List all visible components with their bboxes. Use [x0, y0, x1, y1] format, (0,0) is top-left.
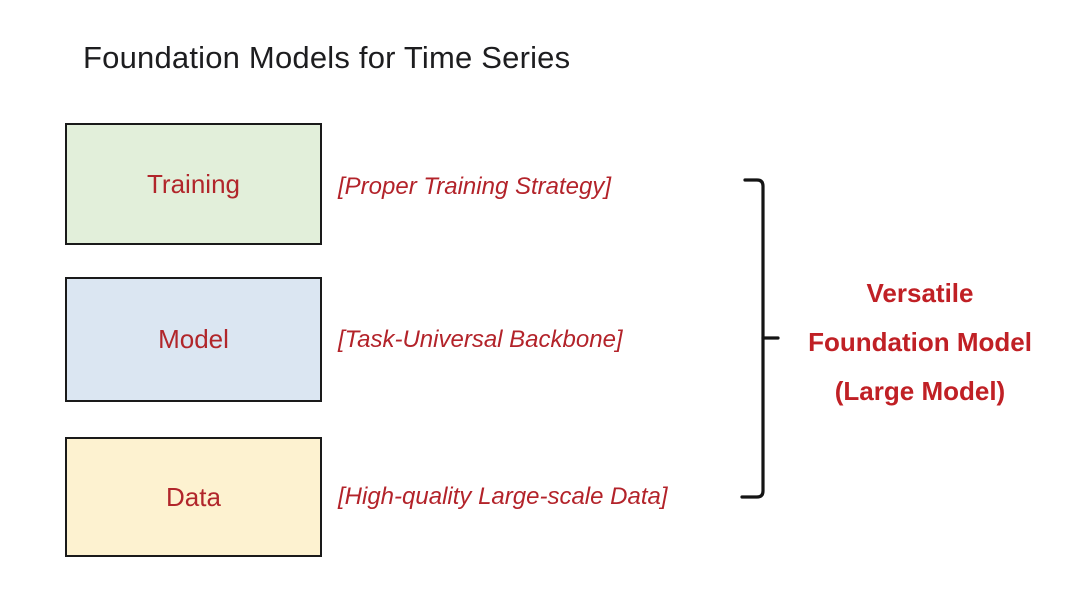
box-model: Model	[65, 277, 322, 402]
result-line-3: (Large Model)	[834, 376, 1006, 406]
result-text-block: Versatile Foundation Model (Large Model)	[760, 278, 1080, 406]
annotation-data: [High-quality Large-scale Data]	[338, 483, 668, 510]
box-data: Data	[65, 437, 322, 557]
curly-brace-icon	[740, 178, 780, 499]
annotation-training: [Proper Training Strategy]	[338, 173, 612, 200]
result-line-1: Versatile	[866, 278, 974, 308]
box-model-label: Model	[158, 324, 229, 354]
box-training: Training	[65, 123, 322, 245]
annotation-model: [Task-Universal Backbone]	[338, 326, 623, 353]
result-line-2: Foundation Model	[808, 327, 1032, 357]
box-data-label: Data	[166, 481, 221, 512]
slide-title: Foundation Models for Time Series	[83, 40, 571, 75]
box-training-label: Training	[147, 168, 240, 199]
